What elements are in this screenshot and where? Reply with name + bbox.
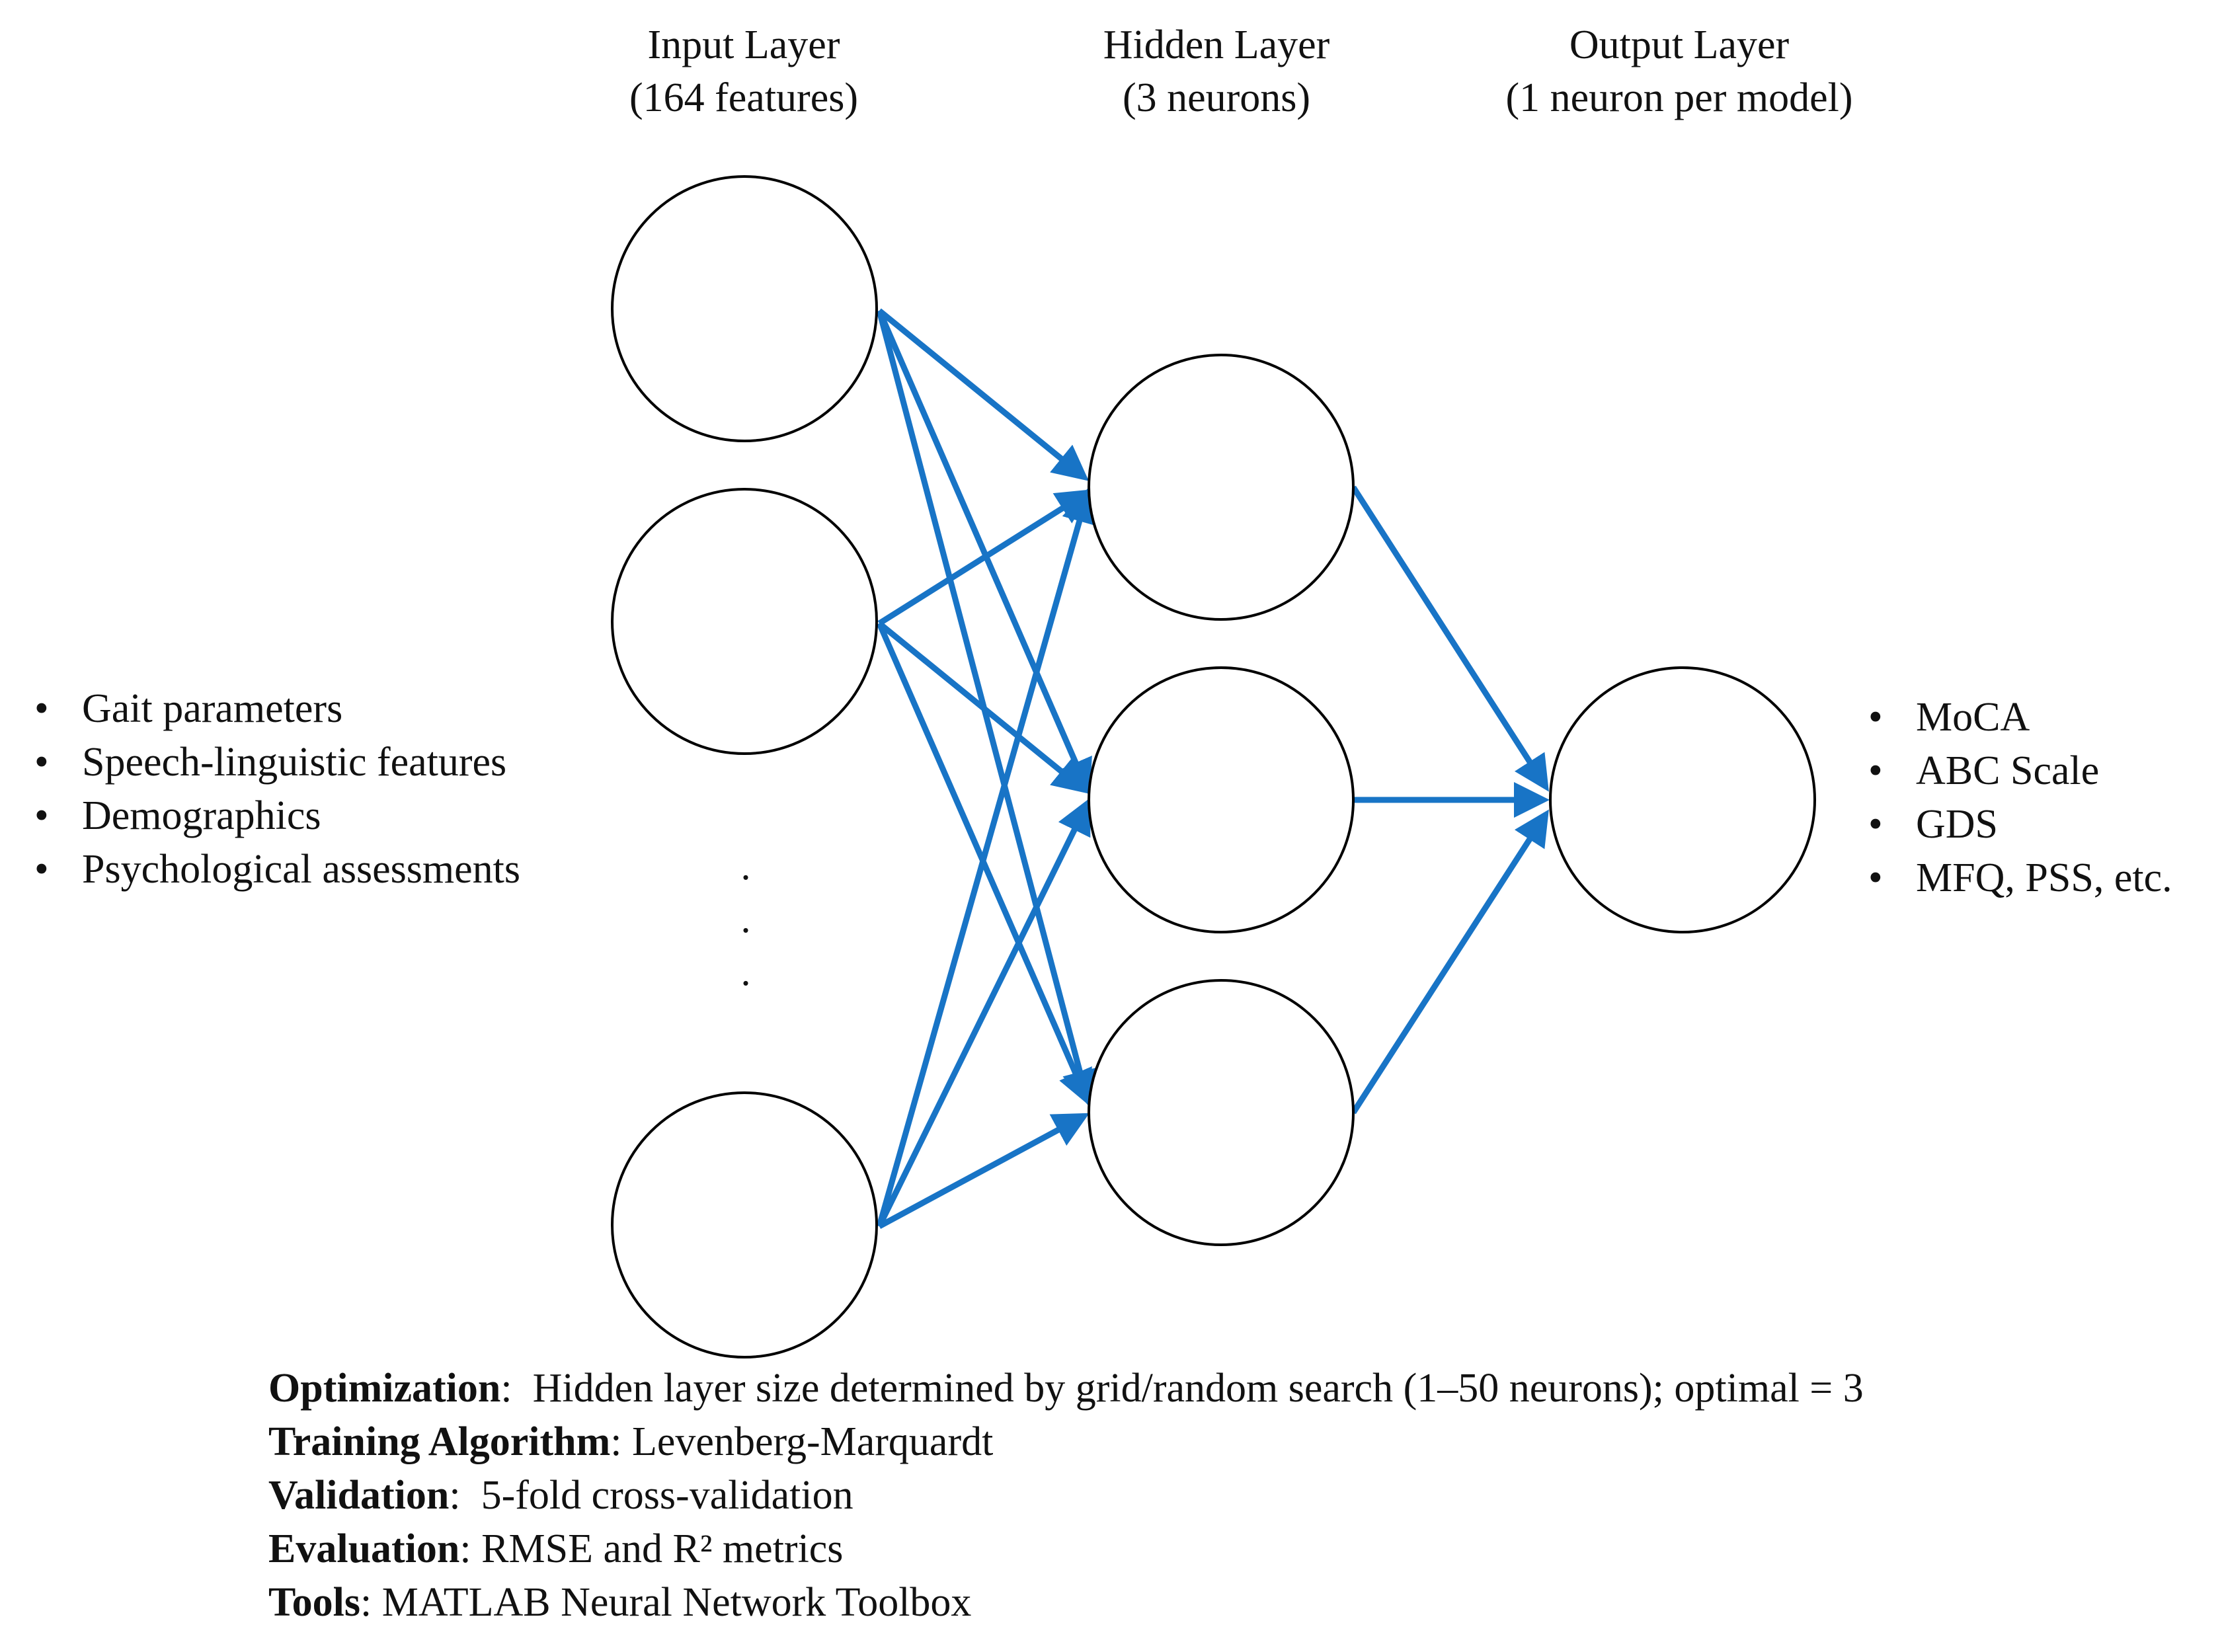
note-text: 5-fold cross-validation — [481, 1473, 853, 1518]
note-label: Training Algorithm — [268, 1419, 611, 1464]
hidden-layer-title: Hidden Layer — [1103, 22, 1330, 67]
input-neuron-3 — [611, 1091, 878, 1358]
note-label: Evaluation — [268, 1526, 460, 1571]
note-validation: Validation: 5-fold cross-validation — [268, 1469, 1864, 1522]
edge-in3-h2 — [876, 797, 1091, 1228]
hidden-neuron-1 — [1088, 354, 1355, 621]
output-layer-title: Output Layer — [1569, 22, 1790, 67]
note-text: MATLAB Neural Network Toolbox — [381, 1580, 972, 1625]
note-text: Levenberg-Marquardt — [632, 1419, 994, 1464]
note-text: RMSE and R² metrics — [481, 1526, 844, 1571]
edge-in1-h1 — [877, 308, 1089, 481]
input-feature-psychological: Psychological assessments — [82, 847, 520, 892]
input-neuron-1 — [611, 175, 878, 442]
method-notes: Optimization: Hidden layer size determin… — [268, 1362, 1864, 1630]
note-training-algorithm: Training Algorithm: Levenberg-Marquardt — [268, 1415, 1864, 1469]
input-layer-title: Input Layer — [648, 22, 840, 67]
edge-in2-h1 — [877, 489, 1093, 626]
edge-in3-h3 — [877, 1113, 1090, 1229]
hidden-neuron-3 — [1088, 979, 1355, 1246]
input-neuron-2 — [611, 488, 878, 755]
input-feature-demographics: Demographics — [82, 793, 321, 838]
output-layer-subtitle: (1 neuron per model) — [1505, 75, 1852, 120]
hidden-layer-subtitle: (3 neurons) — [1123, 75, 1310, 120]
input-hidden-connections — [876, 308, 1097, 1229]
output-bullet-2: • — [1868, 748, 1883, 793]
output-target-abc: ABC Scale — [1916, 748, 2099, 793]
note-evaluation: Evaluation: RMSE and R² metrics — [268, 1522, 1864, 1576]
ellipsis-dot-2: . — [741, 897, 751, 941]
input-feature-speech: Speech-linguistic features — [82, 740, 506, 785]
output-target-moca: MoCA — [1916, 695, 2030, 740]
note-separator: : — [360, 1580, 382, 1625]
edge-h1-out — [1351, 485, 1549, 792]
note-label: Optimization — [268, 1366, 501, 1411]
output-neuron — [1549, 666, 1816, 933]
note-label: Validation — [268, 1473, 450, 1518]
note-separator: : — [500, 1366, 533, 1411]
note-text: Hidden layer size determined by grid/ran… — [532, 1366, 1864, 1411]
input-bullet-1: • — [34, 686, 49, 731]
note-separator: : — [610, 1419, 633, 1464]
output-target-list: • MoCA • ABC Scale • GDS • MFQ, PSS, etc… — [1868, 695, 2172, 900]
note-separator: : — [459, 1526, 482, 1571]
output-target-other: MFQ, PSS, etc. — [1916, 855, 2172, 900]
edge-in3-h1 — [876, 487, 1097, 1228]
ellipsis-dot-3: . — [741, 950, 751, 994]
input-bullet-3: • — [34, 793, 49, 838]
note-label: Tools — [268, 1580, 361, 1625]
note-separator: : — [449, 1473, 481, 1518]
input-bullet-2: • — [34, 740, 49, 785]
edge-in2-h2 — [877, 621, 1089, 794]
input-feature-list: • Gait parameters • Speech-linguistic fe… — [34, 686, 520, 892]
note-optimization: Optimization: Hidden layer size determin… — [268, 1362, 1864, 1415]
input-feature-gait: Gait parameters — [82, 686, 342, 731]
output-bullet-4: • — [1868, 855, 1883, 900]
output-target-gds: GDS — [1916, 802, 1998, 847]
hidden-neuron-2 — [1088, 666, 1355, 933]
input-layer-subtitle: (164 features) — [629, 75, 858, 120]
output-bullet-1: • — [1868, 695, 1883, 740]
edge-h3-out — [1351, 809, 1549, 1115]
note-tools: Tools: MATLAB Neural Network Toolbox — [268, 1576, 1864, 1630]
hidden-output-connections — [1351, 485, 1550, 1115]
output-bullet-3: • — [1868, 802, 1883, 847]
ellipsis-dot-1: . — [741, 844, 751, 888]
input-bullet-4: • — [34, 847, 49, 892]
edge-in1-h2 — [876, 309, 1092, 796]
